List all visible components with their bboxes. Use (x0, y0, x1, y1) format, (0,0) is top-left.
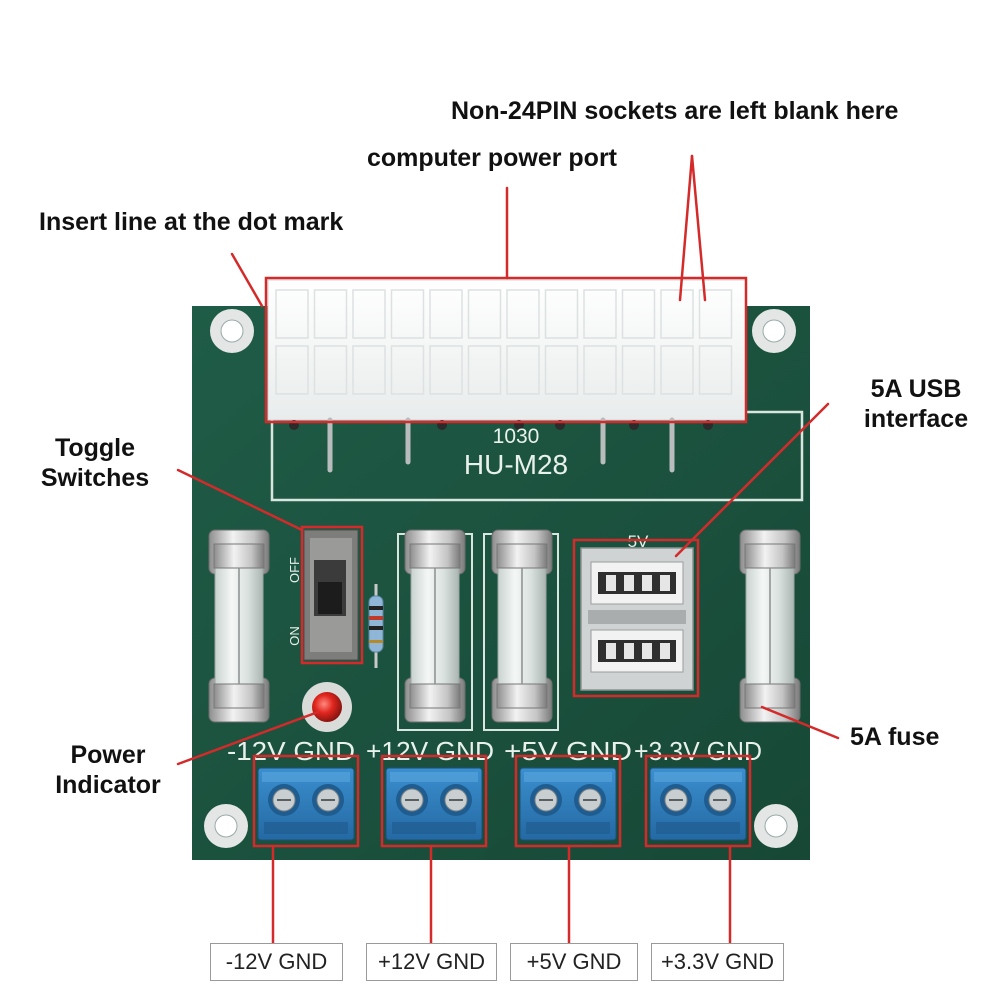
screw-terminal-3[interactable] (519, 767, 617, 841)
annotation-usb-line2: interface (863, 405, 969, 433)
annotation-power-line2: Indicator (55, 771, 161, 799)
callout-box-terminal-4 (644, 754, 752, 848)
annotation-toggle-line2: Switches (40, 464, 150, 492)
leader-line-non24pin (690, 154, 707, 302)
annotation-toggle-line1: Toggle (54, 434, 136, 462)
fuse-2 (404, 529, 466, 723)
leader-line-toggle (176, 468, 304, 532)
annotation-toggle-switches: Toggle Switches (34, 433, 156, 493)
annotation-power-indicator: Power Indicator (44, 740, 172, 800)
silk-label: +3.3V GND (634, 736, 762, 766)
usb-voltage-label: 5V (628, 532, 649, 551)
leader-line-insert (230, 252, 264, 308)
callout-box-terminal-2 (380, 754, 488, 848)
screw-terminal-4[interactable] (649, 767, 747, 841)
silk-label: -12V GND (227, 736, 355, 766)
annotation-usb: 5A USB interface (854, 374, 978, 434)
switch-off-label: OFF (287, 557, 302, 583)
switch-on-label: ON (287, 626, 302, 646)
mounting-hole (210, 309, 254, 353)
mounting-hole (754, 804, 798, 848)
callout-box-terminal-1 (252, 754, 360, 848)
power-led (302, 682, 352, 732)
output-label-plus3v3: +3.3V GND (651, 943, 784, 981)
board-model-name: HU-M28 (464, 449, 568, 480)
output-label-plus5v: +5V GND (510, 943, 638, 981)
leader-line-non24pin (678, 154, 694, 302)
atx-24pin-connector (267, 279, 747, 473)
annotation-usb-line1: 5A USB (870, 375, 962, 403)
leader-line-usb (674, 402, 830, 558)
annotation-insert-line: Insert line at the dot mark (39, 208, 344, 236)
callout-box-usb (572, 538, 700, 698)
screw-terminal-1[interactable] (257, 767, 355, 841)
annotation-power-port: computer power port (367, 144, 618, 172)
mounting-hole (204, 804, 248, 848)
toggle-switch[interactable] (303, 529, 359, 661)
resistor (368, 584, 384, 668)
leader-line-power (176, 710, 320, 766)
mounting-hole (752, 309, 796, 353)
leader-line-fuse (760, 705, 840, 740)
annotation-power-line1: Power (70, 741, 146, 769)
callout-box-switch (300, 525, 364, 665)
silk-label: +5V GND (504, 736, 632, 766)
output-label-plus12v: +12V GND (366, 943, 497, 981)
fuse-3 (491, 529, 553, 723)
fuse-4 (739, 529, 801, 723)
annotation-non24pin: Non-24PIN sockets are left blank here (451, 97, 899, 125)
output-label-minus12v: -12V GND (210, 943, 343, 981)
screw-terminal-2[interactable] (385, 767, 483, 841)
annotation-fuse: 5A fuse (850, 723, 940, 751)
usb-port[interactable] (580, 547, 694, 691)
fuse-1 (208, 529, 270, 723)
board-model-number: 1030 (493, 425, 540, 448)
silk-label: +12V GND (366, 736, 494, 766)
